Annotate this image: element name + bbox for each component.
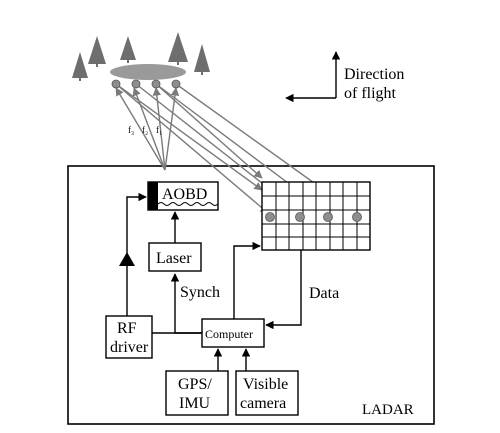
aobd-label: AOBD (162, 186, 207, 203)
frequency-label-f3: f₃ (128, 125, 134, 135)
rf-to-aobd-link (126, 192, 147, 316)
gps-imu-label-line1: GPS/ (178, 376, 212, 393)
frequency-labels: f₃ f₂ f₁ (128, 125, 162, 135)
direction-of-flight-indicator: Direction of flight (285, 51, 404, 103)
direction-label-line1: Direction (344, 66, 404, 83)
gps-imu-label-line2: IMU (179, 395, 211, 412)
detector-hit (323, 212, 333, 222)
tree-icon (168, 32, 188, 65)
direction-label-line2: of flight (344, 85, 397, 102)
laser-block: Laser (148, 242, 202, 272)
computer-label: Computer (205, 327, 253, 341)
rf-driver-label-line2: driver (110, 339, 149, 356)
visible-camera-label-line1: Visible (243, 376, 288, 393)
tree-icon (88, 36, 106, 67)
amplifier-icon (119, 252, 135, 266)
ground-return-points (111, 79, 181, 89)
gps-imu-block: GPS/ IMU (165, 370, 229, 416)
detector-hit (352, 212, 362, 222)
tree-icon (72, 52, 88, 81)
rf-driver-block: RF driver (105, 315, 153, 359)
frequency-label-f2: f₂ (142, 125, 148, 135)
laser-label: Laser (156, 250, 192, 267)
data-link (265, 250, 302, 330)
rf-driver-label-line1: RF (117, 320, 137, 337)
frequency-label-f1: f₁ (156, 125, 162, 135)
computer-block: Computer (201, 318, 265, 348)
detector-hit (295, 212, 305, 222)
detector-array (261, 181, 371, 251)
aobd-transducer (148, 182, 158, 210)
computer-to-detector-link (233, 241, 261, 319)
tree-icon (194, 44, 210, 75)
acoustic-wave-icon (157, 202, 219, 206)
synch-link (170, 273, 202, 334)
synch-label: Synch (180, 284, 220, 301)
aobd-block: AOBD (147, 181, 219, 211)
ground-patch (110, 64, 186, 80)
ladar-enclosure (67, 165, 435, 425)
forest-scene (72, 32, 210, 81)
visible-camera-block: Visible camera (235, 370, 299, 416)
tree-icon (120, 36, 136, 63)
data-label: Data (309, 285, 339, 302)
detector-hit (265, 212, 275, 222)
ladar-label: LADAR (362, 402, 414, 418)
visible-camera-label-line2: camera (240, 395, 286, 412)
